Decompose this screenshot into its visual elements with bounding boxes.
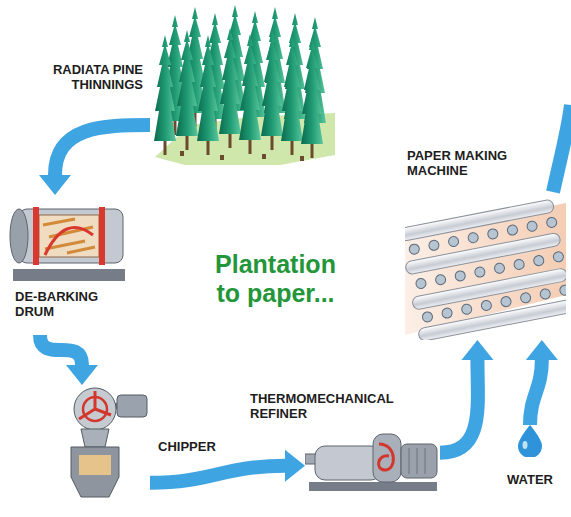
step-label: DE-BARKING DRUM: [15, 290, 125, 320]
pine-forest: [150, 5, 335, 165]
stump: [180, 151, 184, 156]
chip-bin: [71, 447, 119, 497]
roller: [405, 199, 555, 242]
logs: [43, 219, 95, 253]
pine-tree: [154, 35, 176, 155]
drum-ring: [33, 207, 39, 265]
small-rollers: [408, 217, 566, 323]
process-step: THERMOMECHANICAL REFINER: [305, 430, 440, 495]
roller: [411, 268, 566, 311]
diagram-title: Plantation to paper...: [203, 250, 348, 308]
chipper-housing: [74, 388, 116, 430]
drum-ring: [99, 207, 105, 265]
wood-chips: [79, 455, 111, 475]
chipper-blades: [79, 391, 111, 419]
process-step: PAPER MAKING MACHINE: [405, 195, 566, 340]
refiner-machine: [305, 430, 440, 495]
motor: [117, 395, 147, 417]
flow-arrow-tail: [553, 105, 571, 192]
debarking-drum: [5, 195, 130, 285]
refiner-body: [315, 446, 381, 480]
arrow-head: [461, 340, 493, 360]
water-drop: [497, 425, 563, 457]
flow-arrow-line: [440, 360, 478, 453]
step-label: THERMOMECHANICAL REFINER: [250, 392, 420, 422]
flow-arrow: [440, 340, 493, 453]
pine-tree: [219, 28, 241, 148]
flow-arrow-line: [40, 335, 82, 365]
refiner-spiral: [379, 444, 394, 470]
process-step: RADIATA PINE THINNINGS: [150, 5, 335, 165]
chute: [81, 429, 109, 447]
stump: [220, 155, 224, 160]
droplet-shine: [523, 441, 528, 449]
arrow-head: [39, 175, 71, 195]
process-step: CHIPPER: [65, 385, 150, 500]
stump: [262, 154, 266, 159]
step-label: RADIATA PINE THINNINGS: [13, 63, 143, 93]
arrow-head: [66, 365, 98, 385]
process-step: DE-BARKING DRUM: [5, 195, 130, 335]
drum-spiral: [45, 227, 93, 255]
pine-tree: [261, 30, 283, 150]
drum-cutaway: [39, 215, 99, 257]
flow-arrow-line: [530, 360, 542, 425]
step-label: WATER: [497, 473, 563, 488]
process-step: WATER: [497, 425, 563, 493]
roller: [418, 299, 566, 340]
step-label: PAPER MAKING MACHINE: [407, 149, 532, 179]
droplet: [518, 425, 542, 457]
chipper-machine: [65, 385, 150, 500]
flow-arrow: [40, 335, 98, 385]
drum-end: [10, 209, 28, 263]
pine-tree: [197, 35, 219, 155]
motor-fins: [409, 448, 425, 474]
stump: [300, 156, 304, 161]
flow-arrow: [526, 340, 558, 425]
flow-arrow: [150, 450, 305, 483]
pine-tree: [239, 34, 261, 154]
flow-arrow-line: [55, 125, 150, 175]
arrow-head: [526, 340, 558, 360]
flow-arrow-line: [150, 466, 285, 483]
refiner-base: [309, 482, 437, 491]
flow-arrow: [39, 125, 150, 195]
paper-machine: [405, 195, 566, 340]
step-label: CHIPPER: [158, 440, 238, 455]
pine-tree: [176, 30, 198, 150]
pine-tree: [301, 38, 323, 158]
arrow-head: [285, 450, 305, 482]
refiner-disc: [373, 434, 401, 482]
drum-base: [13, 269, 125, 281]
pine-tree: [281, 35, 303, 155]
refiner-motor: [401, 444, 437, 478]
